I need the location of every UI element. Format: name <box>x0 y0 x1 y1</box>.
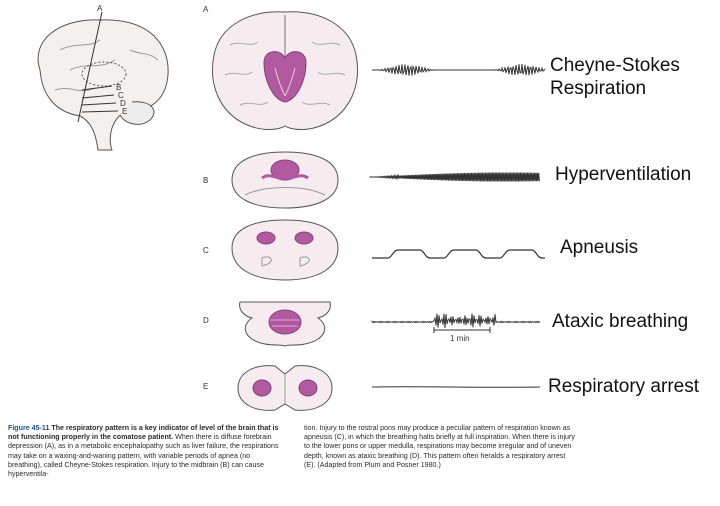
trace-arrest <box>371 386 541 388</box>
row-letter-d: D <box>203 316 209 325</box>
level-tick-label-d: D <box>120 99 126 108</box>
section-line <box>77 11 103 123</box>
caption-right-column: tion. Injury to the rostral pons may pro… <box>304 424 576 470</box>
row-letter-b: B <box>203 176 209 185</box>
section-d-medulla <box>239 301 331 347</box>
label-apneusis: Apneusis <box>560 237 639 258</box>
section-b-midbrain <box>231 151 339 209</box>
label-cheyne-stokes: Cheyne-Stokes Respiration <box>550 55 680 99</box>
label-respiratory-arrest: Respiratory arrest <box>548 376 699 397</box>
trace-apneusis <box>372 249 545 259</box>
figure-caption: Figure 45-11 The respiratory pattern is … <box>8 424 714 504</box>
section-line-label: A <box>97 4 103 13</box>
section-a-forebrain <box>212 11 358 130</box>
level-tick-label-c: C <box>118 91 124 100</box>
row-letter-a: A <box>203 5 209 14</box>
caption-left-column: Figure 45-11 The respiratory pattern is … <box>8 424 280 479</box>
label-hyperventilation: Hyperventilation <box>555 164 692 185</box>
label-ataxic-breathing: Ataxic breathing <box>552 311 689 332</box>
trace-cheyne-stokes <box>372 64 546 76</box>
trace-ataxic <box>371 313 541 329</box>
brain-side-view <box>37 19 169 151</box>
section-e-lower-medulla <box>237 365 333 411</box>
scale-bar <box>433 327 491 333</box>
level-tick-label-e: E <box>122 107 128 116</box>
level-ticks <box>81 85 119 113</box>
caption-left-body: When there is diffuse forebrain depressi… <box>8 433 279 479</box>
figure-illustration <box>37 11 546 411</box>
row-letter-c: C <box>203 246 209 255</box>
section-c-pons <box>231 219 339 281</box>
level-tick-label-b: B <box>116 83 122 92</box>
caption-lead: The respiratory pattern is a key indicat… <box>8 424 279 442</box>
caption-right-body: tion. Injury to the rostral pons may pro… <box>304 424 575 469</box>
scale-bar-label: 1 min <box>450 334 470 343</box>
trace-hyperventilation <box>369 172 540 182</box>
figure-number: Figure 45-11 <box>8 424 50 432</box>
row-letter-e: E <box>203 382 209 391</box>
